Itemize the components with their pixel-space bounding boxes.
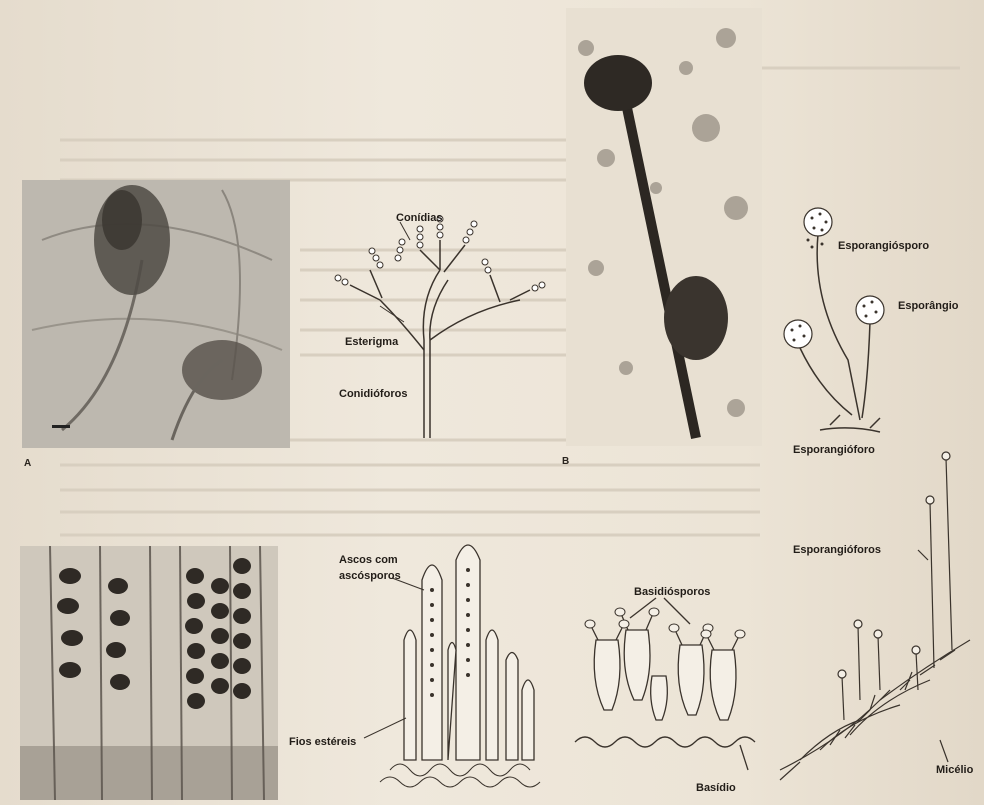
label-esporangioforos: Esporangióforos: [793, 544, 881, 556]
label-micelio: Micélio: [936, 764, 973, 776]
